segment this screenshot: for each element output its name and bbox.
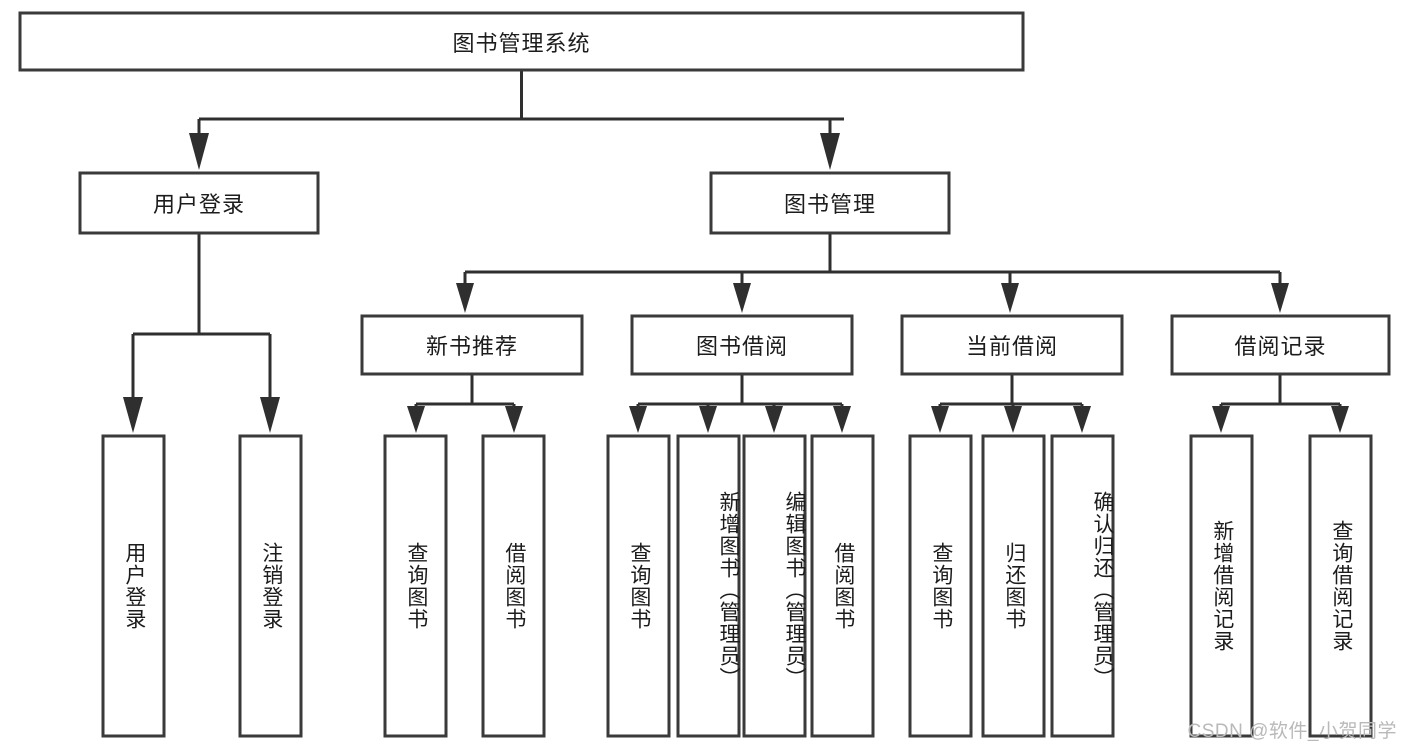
node-box-borrow-record[interactable] [1170,314,1391,376]
arrowhead-bm-new-book-rec [456,283,474,313]
connector-group-current-borrow [931,374,1091,433]
node-box-leaf-query-record[interactable] [1308,434,1373,738]
arrowhead-nbr-leaf1 [407,406,425,433]
node-box-leaf-query-book-3[interactable] [908,434,973,738]
connector-group-root [189,70,844,170]
node-box-current-borrow[interactable] [900,314,1124,376]
node-box-leaf-query-book-1[interactable] [383,434,448,738]
arrowhead-root-user-login [189,133,209,170]
arrowhead-nbr-leaf2 [505,406,523,433]
arrowhead-bm-book-borrow [733,283,751,313]
arrowhead-bb-leaf1 [629,406,647,433]
node-box-leaf-borrow-book-2[interactable] [810,434,875,738]
node-box-root[interactable] [18,11,1025,72]
arrowhead-bm-current-borrow [1001,283,1019,313]
arrowhead-bb-leaf4 [833,406,851,433]
node-box-leaf-return-book[interactable] [981,434,1046,738]
arrowhead-user-login-leaf2 [260,397,280,433]
node-box-book-borrow[interactable] [630,314,854,376]
node-box-leaf-borrow-book-1[interactable] [481,434,546,738]
arrowhead-root-book-manage [820,133,840,170]
connector-group-new-book-rec [407,374,523,433]
node-box-leaf-logout[interactable] [238,434,303,738]
node-box-user-login[interactable] [78,171,320,235]
arrowhead-br-leaf1 [1212,406,1230,433]
node-box-leaf-confirm-return[interactable] [1050,434,1115,738]
arrowhead-bm-borrow-record [1271,283,1289,313]
node-box-leaf-add-record[interactable] [1189,434,1254,738]
arrowhead-bb-leaf2 [699,406,717,433]
connector-group-book-manage [456,233,1289,313]
node-box-book-manage[interactable] [709,171,951,235]
connector-group-borrow-record [1212,374,1349,433]
watermark-text: CSDN @软件_小贺同学 [1187,721,1397,742]
arrowhead-cb-leaf2 [1004,406,1022,433]
connector-group-book-borrow [629,374,851,433]
arrowhead-bb-leaf3 [765,406,783,433]
arrowhead-cb-leaf3 [1073,406,1091,433]
node-box-new-book-rec[interactable] [360,314,584,376]
connector-group-user-login [123,233,280,433]
arrowhead-br-leaf2 [1331,406,1349,433]
node-box-leaf-query-book-2[interactable] [606,434,671,738]
node-box-leaf-user-login[interactable] [101,434,166,738]
arrowhead-cb-leaf1 [931,406,949,433]
node-box-leaf-add-book[interactable] [676,434,741,738]
arrowhead-user-login-leaf1 [123,397,143,433]
node-box-leaf-edit-book[interactable] [742,434,807,738]
